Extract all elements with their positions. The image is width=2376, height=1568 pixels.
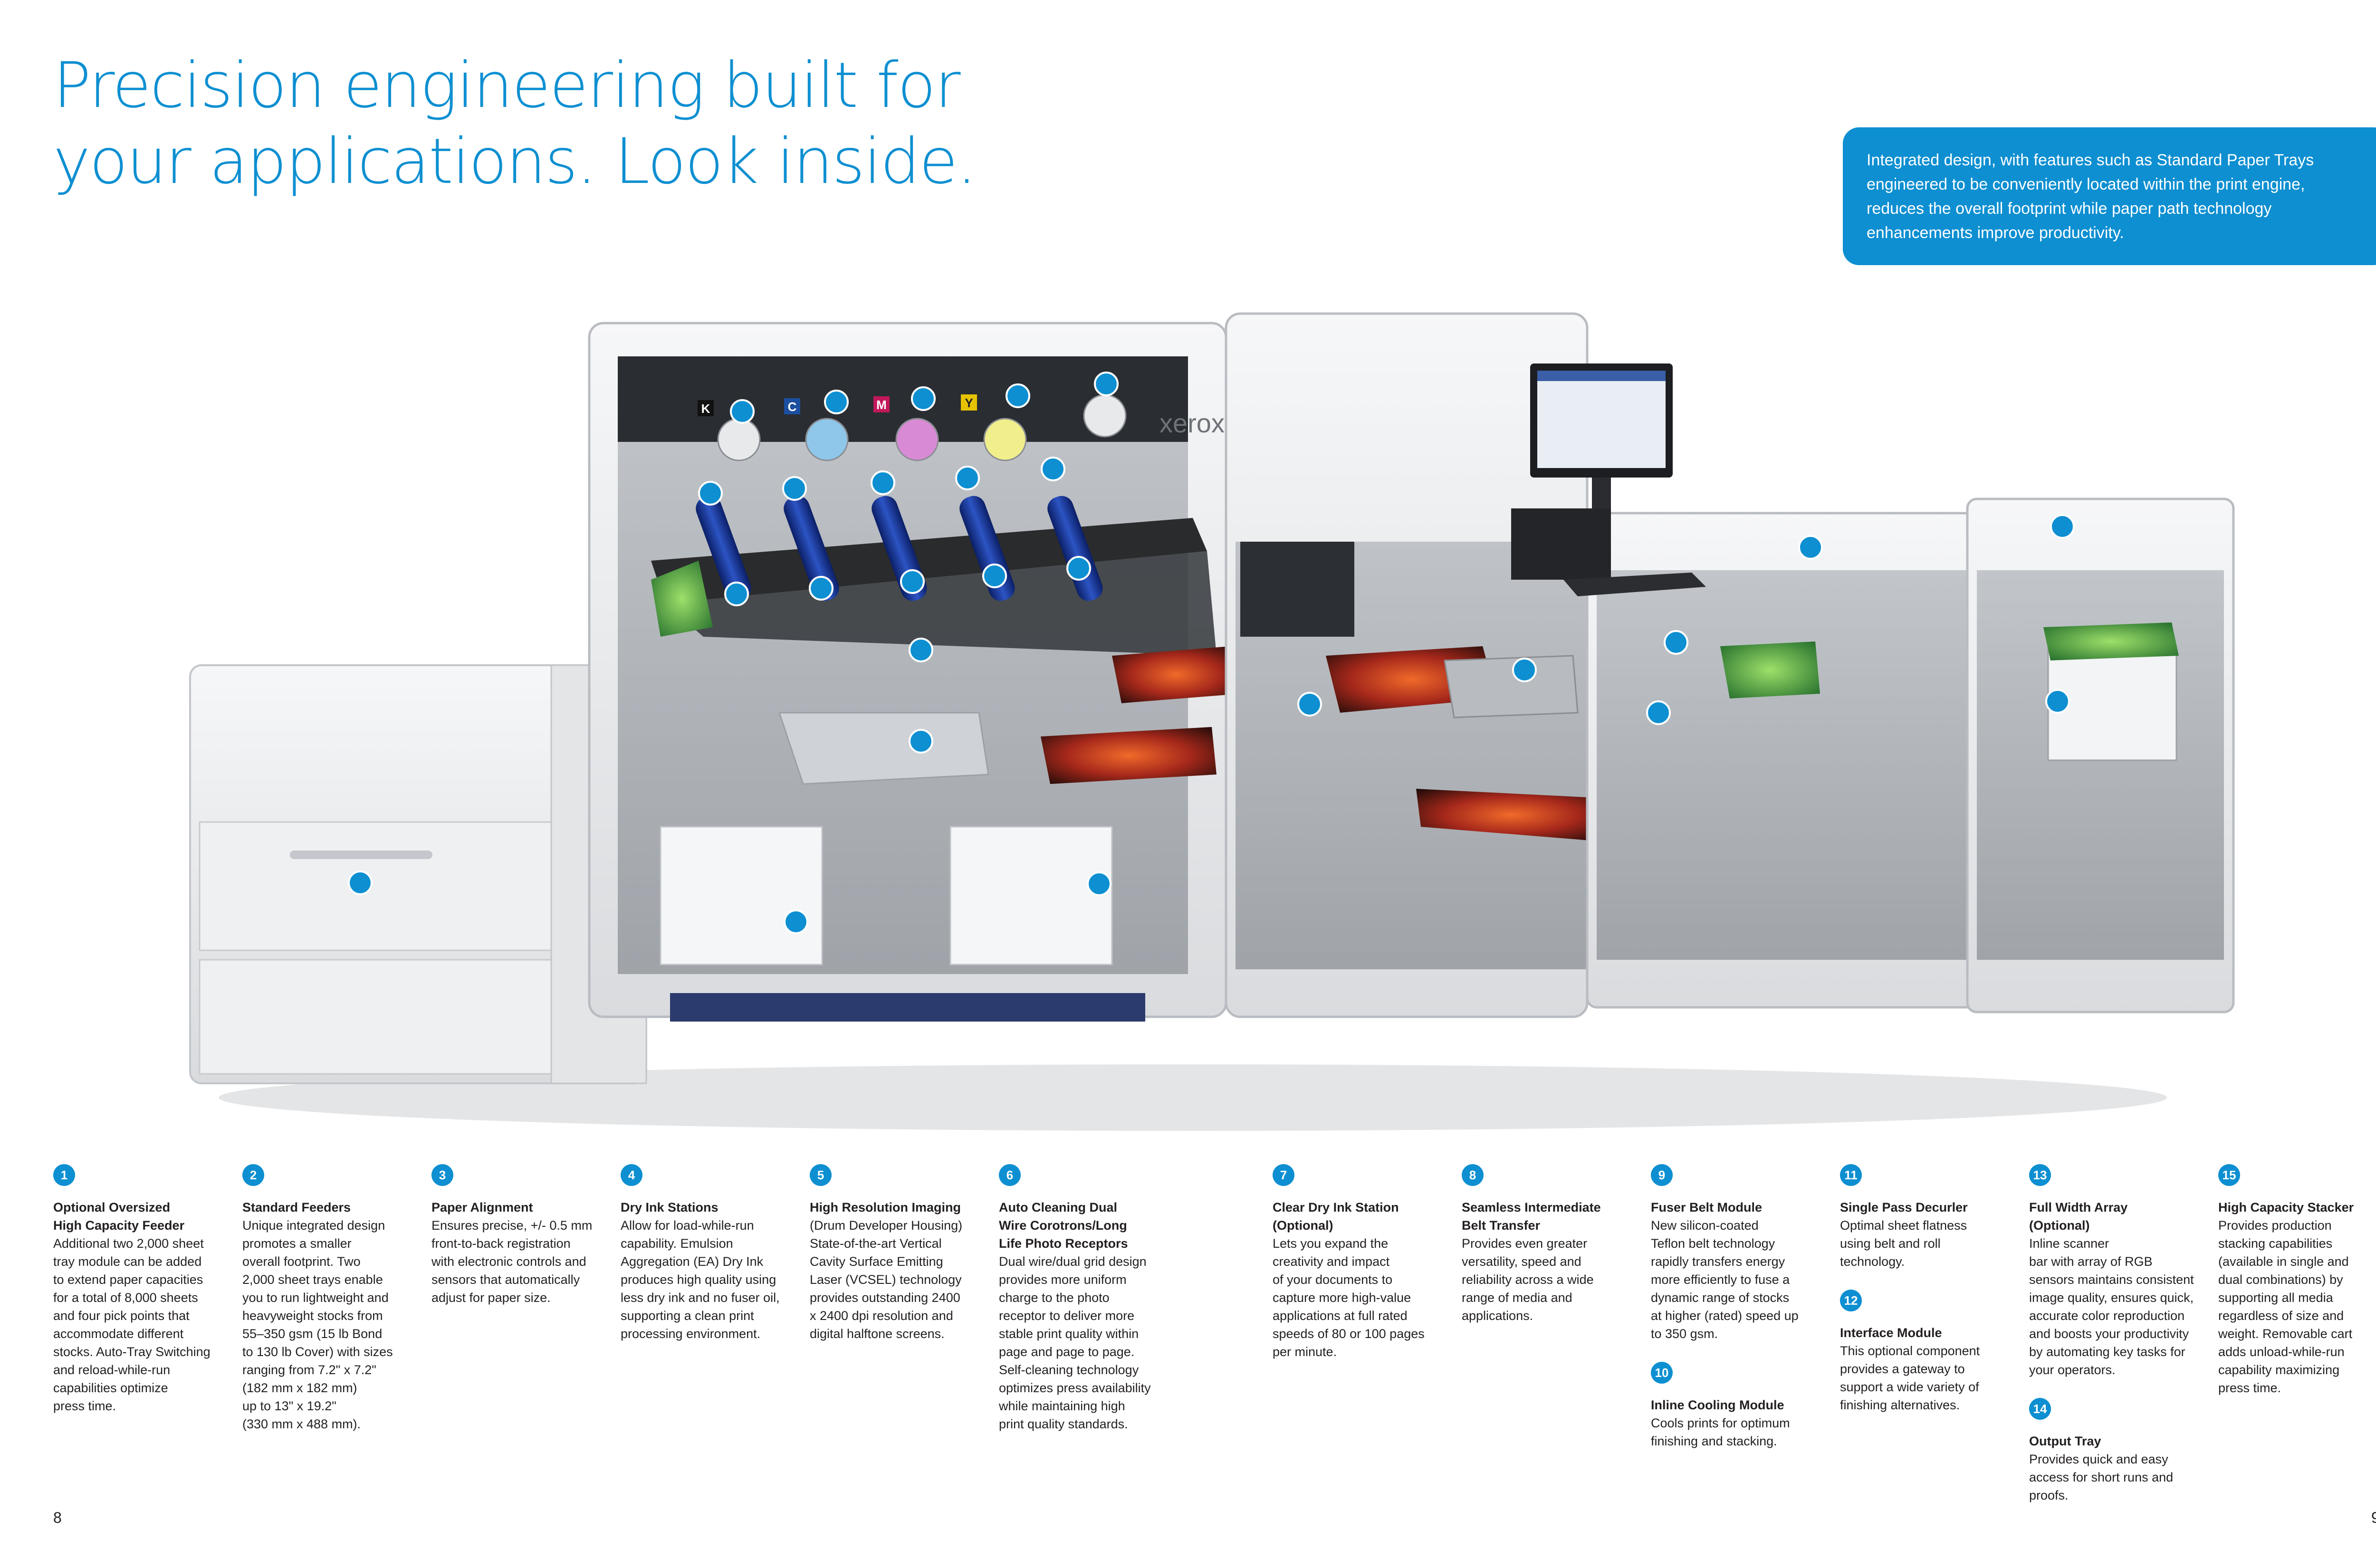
feature-number-badge: 11: [1840, 1164, 1862, 1186]
feature-title: Single Pass Decurler: [1840, 1200, 1968, 1214]
feature-number-badge: 2: [242, 1164, 264, 1186]
feature-description: Provides quick and easy access for short…: [2029, 1452, 2174, 1502]
feature-description: Additional two 2,000 sheet tray module c…: [53, 1236, 211, 1413]
page-headline: Precision engineering built for your app…: [53, 49, 977, 198]
feature-title: Paper Alignment: [431, 1200, 533, 1214]
feature-title: Output Tray: [2029, 1434, 2101, 1448]
brand-wordmark: xerox: [1159, 408, 1225, 438]
page-number-right: 9: [2371, 1509, 2376, 1526]
feature-number-badge: 10: [1651, 1362, 1673, 1384]
feature-number-badge: 13: [2029, 1164, 2051, 1186]
print-engine-module: xerox K C M Y: [588, 322, 1240, 1022]
feature-description: Allow for load-while-run capability. Emu…: [621, 1218, 780, 1341]
station-letter-m: M: [876, 398, 887, 412]
feature-description: New silicon-coated Teflon belt technolog…: [1651, 1218, 1799, 1341]
feature-number-badge: 7: [1273, 1164, 1294, 1186]
feature-description: Cools prints for optimum finishing and s…: [1651, 1416, 1790, 1448]
feature-10: 10 Inline Cooling Module Cools prints fo…: [1651, 1362, 1822, 1450]
feature-title: Fuser Belt Module: [1651, 1200, 1763, 1214]
feature-number-badge: 12: [1840, 1290, 1862, 1311]
feature-description: Lets you expand the creativity and impac…: [1273, 1236, 1425, 1359]
feature-number-badge: 9: [1651, 1164, 1673, 1186]
feature-description: (Drum Developer Housing) State-of-the-ar…: [810, 1218, 963, 1341]
feature-15: 15 High Capacity Stacker Provides produc…: [2218, 1164, 2376, 1397]
feature-title: High Resolution Imaging: [810, 1200, 961, 1214]
feature-description: Inline scanner bar with array of RGB sen…: [2029, 1236, 2194, 1377]
feature-3: 3 Paper Alignment Ensures precise, +/- 0…: [431, 1164, 603, 1307]
feature-number-badge: 14: [2029, 1398, 2051, 1420]
feature-description: Ensures precise, +/- 0.5 mm front-to-bac…: [431, 1218, 593, 1305]
feature-description: Optimal sheet flatness using belt and ro…: [1840, 1218, 1967, 1269]
feature-14: 14 Output Tray Provides quick and easy a…: [2029, 1398, 2200, 1504]
feature-description: Dual wire/dual grid design provides more…: [999, 1254, 1151, 1431]
feature-title: Standard Feeders: [242, 1200, 351, 1214]
feature-5: 5 High Resolution Imaging (Drum Develope…: [810, 1164, 981, 1343]
feature-title: Dry Ink Stations: [621, 1200, 719, 1214]
fuser-cooling-module: [1225, 312, 1606, 1018]
station-letter-k: K: [701, 402, 710, 416]
callout-badges: [348, 372, 2075, 934]
page-number-left: 8: [53, 1509, 62, 1526]
high-capacity-stacker-module: [1966, 497, 2235, 1013]
feature-title: Seamless Intermediate Belt Transfer: [1462, 1200, 1601, 1233]
control-station-monitor: [1511, 363, 1706, 596]
station-letter-c: C: [788, 400, 797, 414]
feature-number-badge: 6: [999, 1164, 1021, 1186]
feature-title: Clear Dry Ink Station (Optional): [1273, 1200, 1399, 1233]
feature-title: High Capacity Stacker: [2218, 1200, 2354, 1214]
station-letter-y: Y: [965, 396, 973, 410]
press-cutaway-illustration: xerox K C M Y: [189, 312, 2235, 1131]
feature-number-badge: 8: [1462, 1164, 1484, 1186]
feature-9: 9 Fuser Belt Module New silicon-coated T…: [1651, 1164, 1822, 1450]
feature-description: Provides production stacking capabilitie…: [2218, 1218, 2353, 1395]
feature-description: Unique integrated design promotes a smal…: [242, 1218, 393, 1431]
feature-title: Auto Cleaning Dual Wire Corotrons/Long L…: [999, 1200, 1128, 1251]
feature-number-badge: 3: [431, 1164, 453, 1186]
feature-7: 7 Clear Dry Ink Station (Optional) Lets …: [1273, 1164, 1444, 1361]
feature-title: Full Width Array (Optional): [2029, 1200, 2128, 1233]
feature-number-badge: 5: [810, 1164, 832, 1186]
feature-title: Optional Oversized High Capacity Feeder: [53, 1200, 185, 1233]
feature-title: Inline Cooling Module: [1651, 1398, 1784, 1412]
intro-callout-box: Integrated design, with features such as…: [1843, 127, 2376, 265]
feature-11: 11 Single Pass Decurler Optimal sheet fl…: [1840, 1164, 2011, 1414]
feature-number-badge: 4: [621, 1164, 642, 1186]
feature-6: 6 Auto Cleaning Dual Wire Corotrons/Long…: [999, 1164, 1170, 1433]
feature-description: This optional component provides a gatew…: [1840, 1344, 1980, 1412]
feature-description: Provides even greater versatility, speed…: [1462, 1236, 1594, 1323]
feature-1: 1 Optional Oversized High Capacity Feede…: [53, 1164, 224, 1415]
feature-title: Interface Module: [1840, 1326, 1942, 1340]
feature-13: 13 Full Width Array (Optional) Inline sc…: [2029, 1164, 2200, 1504]
feature-number-badge: 15: [2218, 1164, 2240, 1186]
feature-number-badge: 1: [53, 1164, 75, 1186]
feature-2: 2 Standard Feeders Unique integrated des…: [242, 1164, 413, 1433]
high-capacity-feeder-module: [189, 664, 647, 1084]
feature-8: 8 Seamless Intermediate Belt Transfer Pr…: [1462, 1164, 1633, 1325]
feature-12: 12 Interface Module This optional compon…: [1840, 1290, 2011, 1414]
feature-4: 4 Dry Ink Stations Allow for load-while-…: [621, 1164, 792, 1343]
